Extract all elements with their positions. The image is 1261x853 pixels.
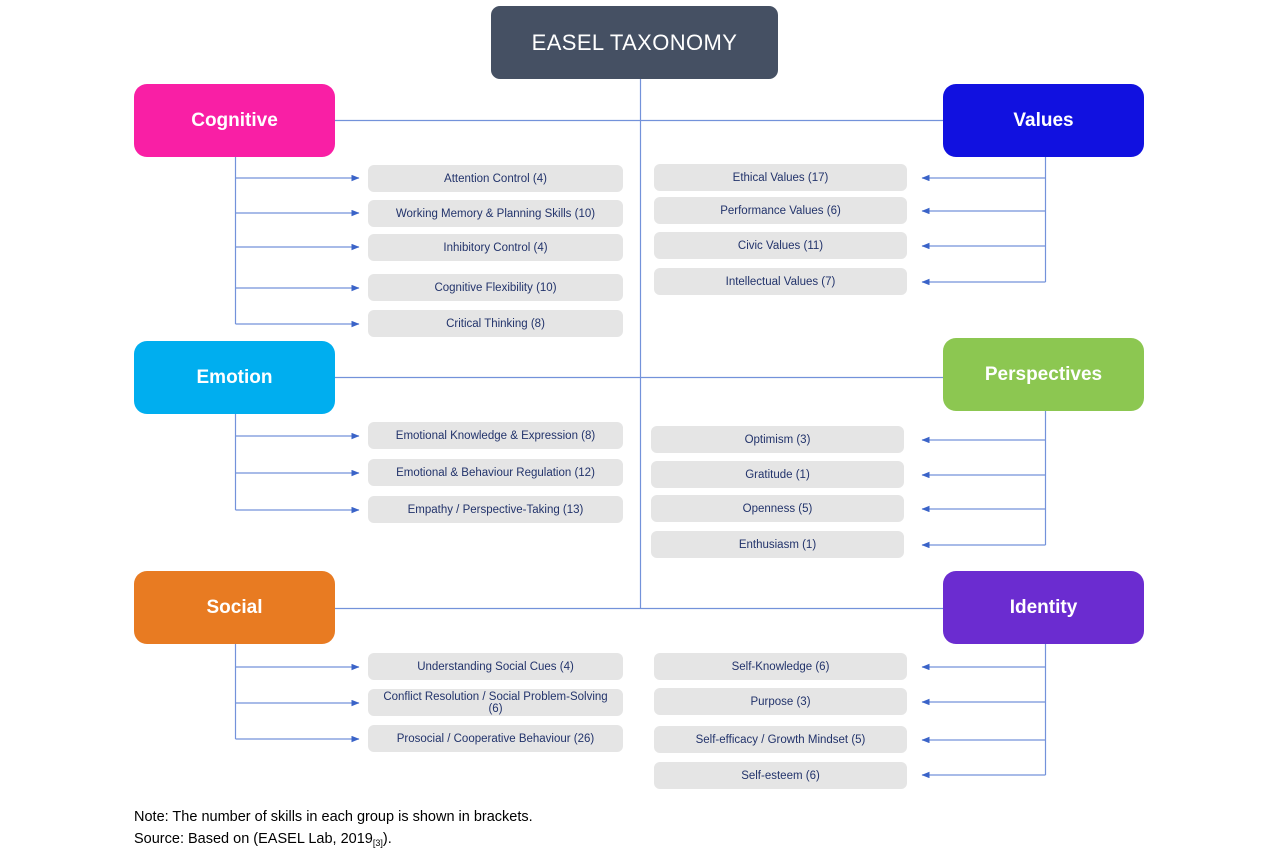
skill-group-box[interactable]: Self-efficacy / Growth Mindset (5) [654, 726, 907, 753]
skill-group-box[interactable]: Self-esteem (6) [654, 762, 907, 789]
skill-group-box[interactable]: Emotional Knowledge & Expression (8) [368, 422, 623, 449]
diagram-title: EASEL TAXONOMY [491, 6, 778, 79]
category-label-perspectives: Perspectives [984, 363, 1103, 385]
skill-group-box[interactable]: Empathy / Perspective-Taking (13) [368, 496, 623, 523]
footnote: Note: The number of skills in each group… [134, 806, 533, 851]
category-box-social[interactable]: Social [134, 571, 335, 644]
skill-group-box[interactable]: Ethical Values (17) [654, 164, 907, 191]
category-box-cognitive[interactable]: Cognitive [134, 84, 335, 157]
skill-group-box[interactable]: Openness (5) [651, 495, 904, 522]
skill-group-box[interactable]: Emotional & Behaviour Regulation (12) [368, 459, 623, 486]
footnote-source-line: Source: Based on (EASEL Lab, 2019[3]). [134, 828, 533, 851]
category-label-cognitive: Cognitive [191, 109, 278, 131]
skill-group-box[interactable]: Self-Knowledge (6) [654, 653, 907, 680]
skill-group-box[interactable]: Civic Values (11) [654, 232, 907, 259]
skill-group-box[interactable]: Purpose (3) [654, 688, 907, 715]
category-box-identity[interactable]: Identity [943, 571, 1144, 644]
category-box-values[interactable]: Values [943, 84, 1144, 157]
skill-group-box[interactable]: Prosocial / Cooperative Behaviour (26) [368, 725, 623, 752]
skill-group-box[interactable]: Performance Values (6) [654, 197, 907, 224]
skill-group-box[interactable]: Gratitude (1) [651, 461, 904, 488]
skill-group-box[interactable]: Working Memory & Planning Skills (10) [368, 200, 623, 227]
skill-group-box[interactable]: Critical Thinking (8) [368, 310, 623, 337]
category-box-perspectives[interactable]: Perspectives [943, 338, 1144, 411]
skill-group-box[interactable]: Intellectual Values (7) [654, 268, 907, 295]
skill-group-box[interactable]: Understanding Social Cues (4) [368, 653, 623, 680]
footnote-source-suffix: ). [382, 831, 392, 847]
category-label-identity: Identity [1009, 596, 1078, 618]
skill-group-box[interactable]: Cognitive Flexibility (10) [368, 274, 623, 301]
skill-group-box[interactable]: Inhibitory Control (4) [368, 234, 623, 261]
footnote-citation-marker: [3] [372, 838, 383, 848]
category-box-emotion[interactable]: Emotion [134, 341, 335, 414]
skill-group-box[interactable]: Enthusiasm (1) [651, 531, 904, 558]
skill-group-box[interactable]: Attention Control (4) [368, 165, 623, 192]
skill-group-box[interactable]: Conflict Resolution / Social Problem-Sol… [368, 689, 623, 716]
category-label-values: Values [1013, 109, 1074, 131]
footnote-note-line: Note: The number of skills in each group… [134, 809, 533, 825]
footnote-source-prefix: Source: Based on (EASEL Lab, 2019 [134, 831, 373, 847]
category-label-emotion: Emotion [196, 366, 273, 388]
skill-group-box[interactable]: Optimism (3) [651, 426, 904, 453]
category-label-social: Social [206, 596, 263, 618]
